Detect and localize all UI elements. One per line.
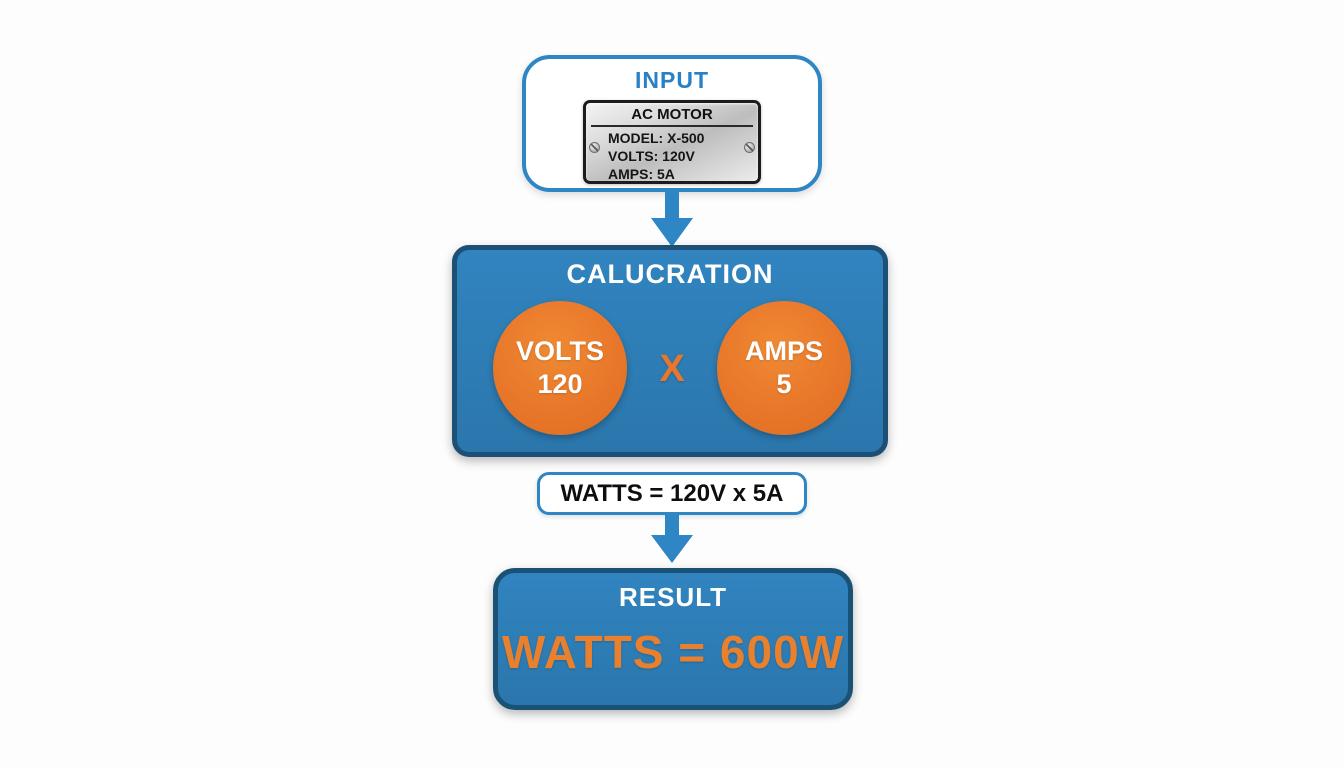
screw-icon [744, 142, 755, 153]
formula-text: WATTS = 120V x 5A [560, 479, 784, 507]
amps-value: 5 [776, 369, 792, 399]
multiply-operator: X [659, 348, 685, 390]
amps-circle: AMPS 5 [717, 301, 851, 435]
arrow-down-icon [649, 191, 695, 247]
nameplate-model-line: MODEL: X-500 [608, 130, 705, 146]
volts-label: VOLTS [515, 336, 604, 366]
nameplate-volts-line: VOLTS: 120V [608, 148, 695, 164]
calculation-panel: CALUCRATION VOLTS 120 X AMPS 5 [452, 245, 888, 457]
input-panel: INPUT AC MOTOR MODEL: X-500 VOLTS: 120V … [522, 55, 822, 192]
result-panel: RESULT WATTS = 600W [493, 568, 853, 710]
input-panel-title: INPUT [635, 67, 709, 93]
calculation-panel-title: CALUCRATION [566, 259, 774, 289]
arrow-down-icon [649, 513, 695, 563]
screw-icon [589, 142, 600, 153]
result-value: WATTS = 600W [501, 626, 845, 678]
nameplate-amps-line: AMPS: 5A [608, 166, 675, 182]
motor-nameplate: AC MOTOR MODEL: X-500 VOLTS: 120V AMPS: … [583, 100, 761, 184]
result-panel-title: RESULT [618, 582, 728, 612]
volts-circle: VOLTS 120 [493, 301, 627, 435]
volts-value: 120 [537, 369, 583, 399]
nameplate-heading: AC MOTOR [591, 103, 753, 127]
nameplate-specs: MODEL: X-500 VOLTS: 120V AMPS: 5A [586, 127, 758, 182]
formula-box: WATTS = 120V x 5A [537, 472, 807, 515]
amps-label: AMPS [744, 336, 823, 366]
